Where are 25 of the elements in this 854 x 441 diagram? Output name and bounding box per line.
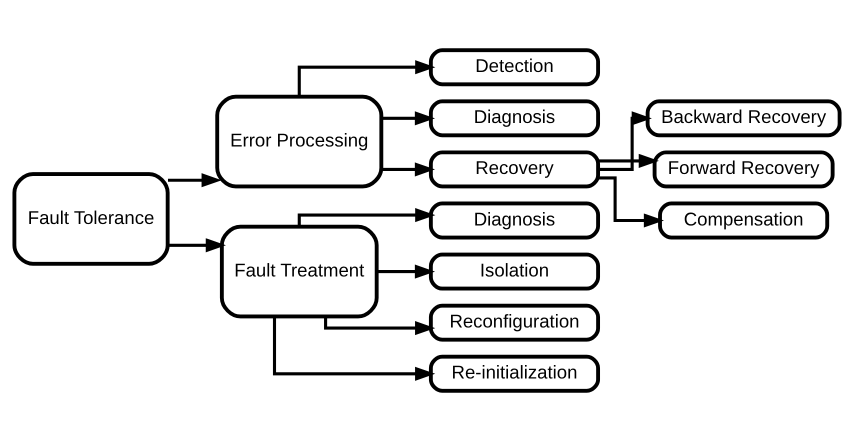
- node-box: Forward Recovery: [652, 150, 835, 188]
- node-box: Fault Treatment: [220, 224, 379, 318]
- node-box: Recovery: [428, 150, 600, 188]
- node-box: Diagnosis: [428, 99, 600, 138]
- arrow: [272, 316, 436, 381]
- arrow: [376, 264, 436, 279]
- node-box: Backward Recovery: [646, 99, 842, 138]
- node-box: Error Processing: [215, 94, 384, 188]
- arrow: [298, 208, 436, 227]
- node-box: Detection: [428, 48, 600, 86]
- arrow: [168, 173, 222, 188]
- node-box: Re-initialization: [428, 354, 600, 393]
- arrow: [298, 60, 436, 97]
- arrow: [382, 111, 436, 126]
- arrow: [598, 111, 652, 171]
- arrow: [598, 176, 664, 228]
- node-box: Fault Tolerance: [12, 172, 170, 266]
- node-box: Compensation: [658, 202, 830, 240]
- arrow: [324, 316, 436, 336]
- arrow: [598, 154, 659, 168]
- node-box: Reconfiguration: [428, 304, 600, 342]
- node-box: Isolation: [428, 252, 600, 291]
- arrow: [382, 162, 436, 176]
- arrow: [168, 238, 226, 252]
- node-box: Diagnosis: [428, 202, 600, 240]
